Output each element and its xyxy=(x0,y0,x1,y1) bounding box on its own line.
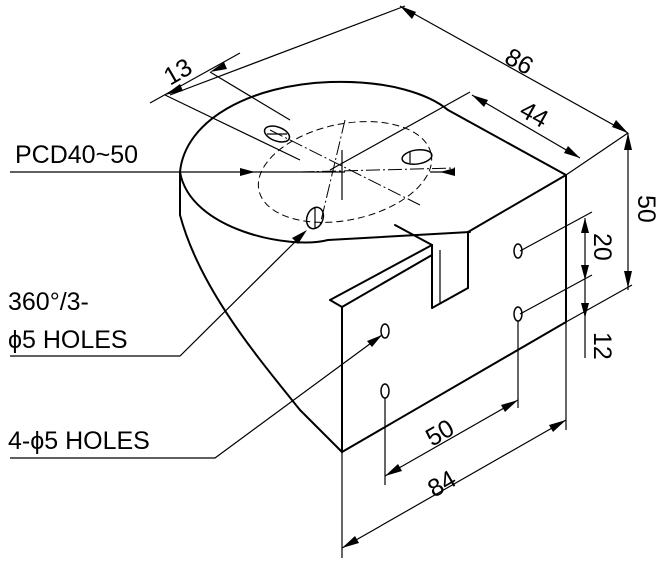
face-hole-lower-left xyxy=(380,383,390,399)
dim-44-label: 44 xyxy=(515,96,553,134)
centerline-top xyxy=(329,91,471,171)
block-top-front xyxy=(341,254,433,308)
centerline-a xyxy=(269,129,421,206)
dimension-86: 86 xyxy=(169,5,629,176)
holes3-callout-line1: 360°/3- xyxy=(8,288,89,316)
dimension-13: 13 xyxy=(149,52,301,161)
slot-back-edge xyxy=(394,224,433,246)
face-hole-upper-left xyxy=(380,323,390,339)
dimension-12: 12 xyxy=(581,282,616,360)
pcd-callout: PCD40~50 xyxy=(15,141,138,169)
dim-12-label: 12 xyxy=(588,332,616,360)
dimension-20: 20 xyxy=(519,211,616,315)
center-lines xyxy=(257,91,471,226)
block-top-left xyxy=(329,299,343,308)
dim-50-bottom-label: 50 xyxy=(421,414,459,452)
round-top-edge xyxy=(179,80,449,173)
face-holes xyxy=(380,243,523,399)
block-top-back xyxy=(447,109,567,176)
top-hole-1 xyxy=(263,125,291,143)
dim-84-label: 84 xyxy=(423,465,461,503)
part-outline xyxy=(179,80,567,453)
holes4-callout: 4-ϕ5 HOLES xyxy=(8,427,150,455)
slot-bottom xyxy=(431,287,469,309)
round-front-edge xyxy=(179,171,471,244)
dim-13-label: 13 xyxy=(159,53,197,91)
round-bottom-curve xyxy=(179,214,343,453)
dim-86-label: 86 xyxy=(500,43,538,81)
top-holes xyxy=(263,125,433,230)
top-hole-3 xyxy=(305,206,325,230)
block-bottom-edge xyxy=(341,321,567,453)
leader-3-holes: 360°/3- ϕ5 HOLES xyxy=(8,230,307,357)
face-hole-upper-right xyxy=(513,243,523,259)
dimension-44: 44 xyxy=(471,94,581,159)
slot-top-right xyxy=(467,174,567,233)
block-front-left-top xyxy=(329,244,433,301)
dimension-50-bottom: 50 xyxy=(384,321,519,485)
holes3-callout-line2: ϕ5 HOLES xyxy=(8,326,128,354)
top-hole-2 xyxy=(401,149,433,165)
dim-50-right-label: 50 xyxy=(632,195,660,223)
leader-pcd: PCD40~50 xyxy=(10,141,455,176)
centerline-b xyxy=(299,167,456,173)
dim-20-label: 20 xyxy=(588,233,616,261)
dimension-50-right: 50 xyxy=(565,133,660,323)
leader-4-holes: 4-ϕ5 HOLES xyxy=(8,334,383,459)
